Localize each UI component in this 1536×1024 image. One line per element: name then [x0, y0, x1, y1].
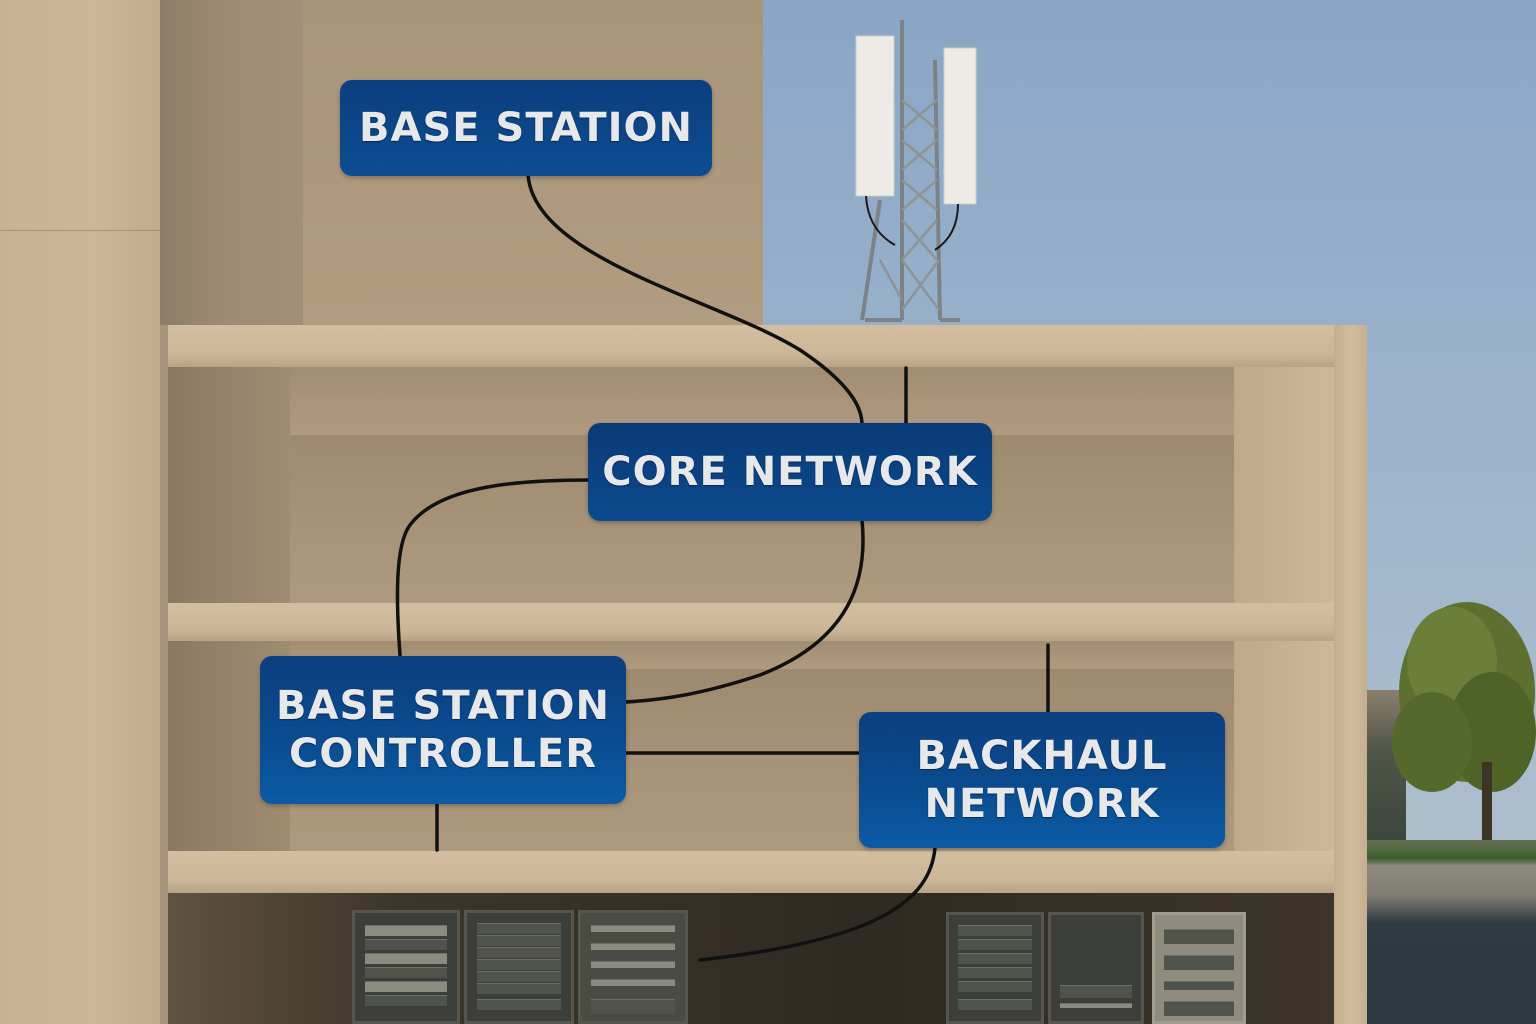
base-station-controller-label: BASE STATION CONTROLLER	[260, 656, 626, 804]
label-line: CORE NETWORK	[602, 449, 978, 495]
base-station-label: BASE STATION	[340, 80, 712, 176]
cable-core-to-bsc-right	[624, 518, 865, 704]
cable-base-station-to-core	[526, 173, 864, 427]
ground-road	[1366, 840, 1536, 1024]
middle-slab	[168, 603, 1334, 641]
label-line: NETWORK	[924, 781, 1160, 827]
shelf2-right-side	[1234, 641, 1334, 851]
label-line: BASE STATION	[276, 683, 610, 729]
left-wall	[0, 0, 160, 1024]
server-racks-left	[352, 910, 688, 1024]
server-racks-right	[946, 912, 1246, 1024]
shelf1-left-side	[168, 367, 290, 603]
label-line: BACKHAUL	[916, 733, 1168, 779]
shelf1-right-side	[1234, 367, 1334, 603]
core-network-label: CORE NETWORK	[588, 423, 992, 521]
bottom-slab	[168, 851, 1334, 893]
label-line: BASE STATION	[359, 105, 693, 151]
server-rack	[1048, 912, 1144, 1024]
server-rack	[464, 910, 574, 1024]
label-line: CONTROLLER	[288, 731, 598, 777]
server-rack	[578, 910, 688, 1024]
wall-seam	[0, 230, 160, 231]
server-rack	[1152, 912, 1246, 1024]
tower-side-face	[160, 0, 303, 330]
right-pillar	[1334, 325, 1367, 1024]
cable-core-to-bsc-left	[395, 478, 592, 657]
cell-tower-icon	[855, 20, 977, 322]
server-rack	[946, 912, 1044, 1024]
server-rack	[352, 910, 460, 1024]
tree-icon	[1392, 602, 1536, 842]
backhaul-network-label: BACKHAUL NETWORK	[859, 712, 1225, 848]
cable-backhaul-to-racks	[698, 846, 937, 962]
